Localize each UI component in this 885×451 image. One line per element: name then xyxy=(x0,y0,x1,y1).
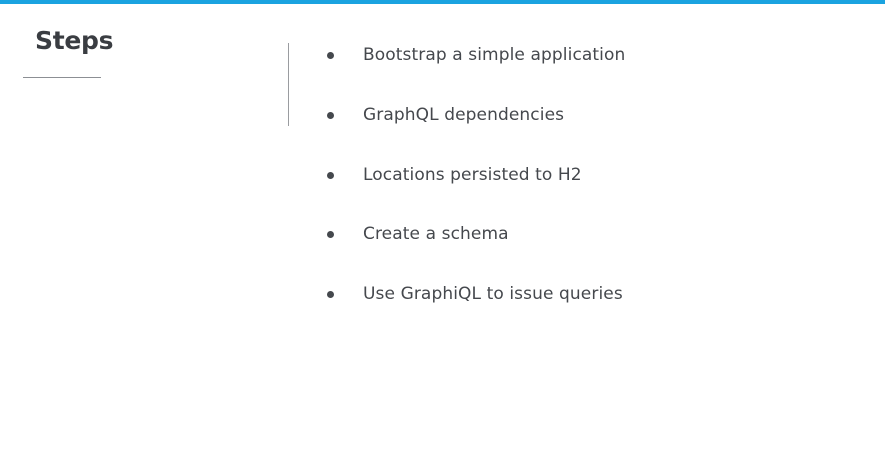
step-text: Use GraphiQL to issue queries xyxy=(363,284,623,304)
bullet-icon xyxy=(327,290,334,298)
step-text: GraphQL dependencies xyxy=(363,105,565,125)
step-item: Locations persisted to H2 xyxy=(327,162,582,188)
bullet-icon xyxy=(327,111,334,119)
step-item: GraphQL dependencies xyxy=(327,102,564,128)
bullet-icon xyxy=(327,230,334,238)
step-text: Locations persisted to H2 xyxy=(363,165,582,185)
title-underline xyxy=(23,77,101,78)
vertical-divider xyxy=(288,43,289,126)
step-item: Use GraphiQL to issue queries xyxy=(327,281,623,307)
step-item: Bootstrap a simple application xyxy=(327,42,625,68)
slide-title: Steps xyxy=(35,26,114,55)
step-item: Create a schema xyxy=(327,221,509,247)
bullet-icon xyxy=(327,171,334,179)
bullet-icon xyxy=(327,51,334,59)
step-text: Bootstrap a simple application xyxy=(363,45,626,65)
top-accent-bar xyxy=(0,0,885,4)
step-text: Create a schema xyxy=(363,224,509,244)
